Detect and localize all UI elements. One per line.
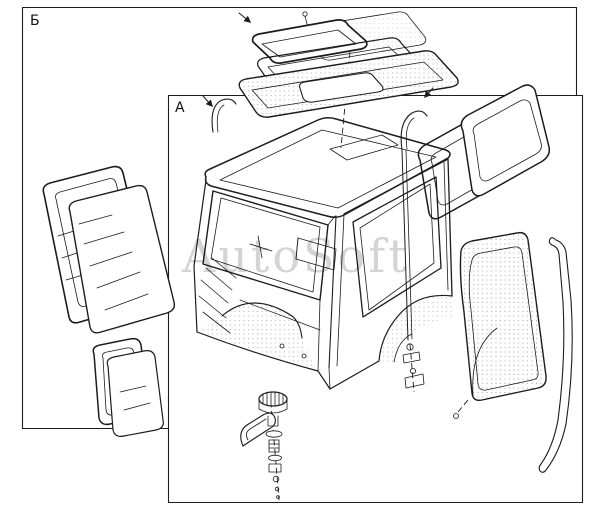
cab-body <box>193 116 453 390</box>
trim-strip <box>538 237 573 473</box>
fastener-stack <box>240 391 288 501</box>
door-panel <box>453 231 547 419</box>
leader-arrows <box>202 12 434 108</box>
watermark: AutoSoft <box>181 229 410 283</box>
rear-window-seals <box>417 84 551 220</box>
windshield-glass-group <box>42 165 176 334</box>
roof-hatch-assembly <box>238 11 459 149</box>
small-window-group <box>92 337 164 437</box>
frame-b-label: Б <box>30 13 40 29</box>
frame-a-label: А <box>175 100 185 116</box>
handrail-and-rod <box>211 98 428 393</box>
